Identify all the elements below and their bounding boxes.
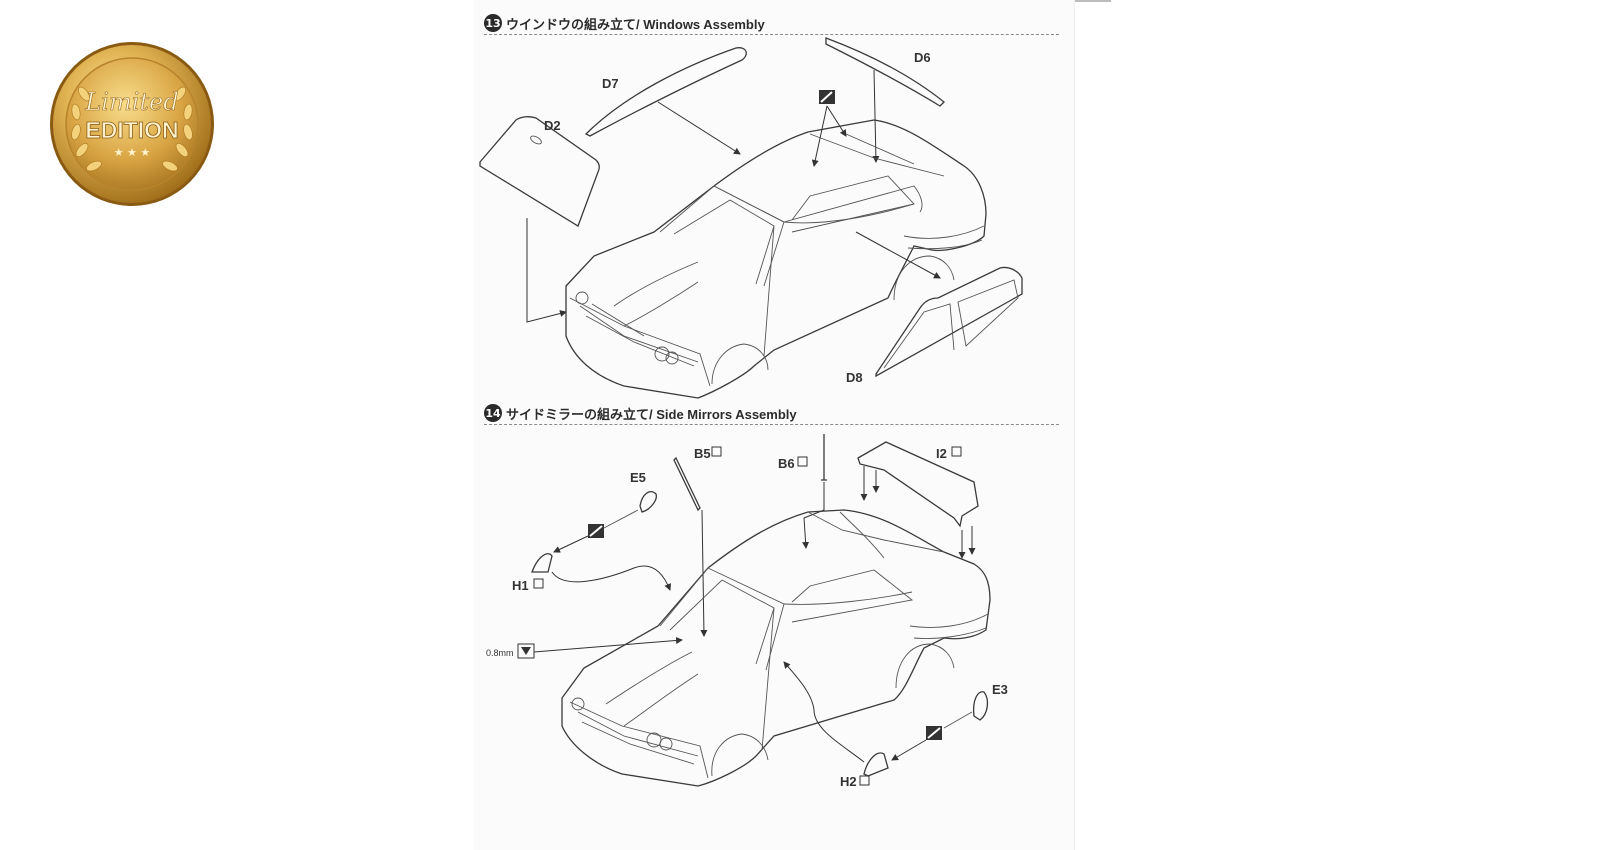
part-b6-label: B6 <box>778 456 795 471</box>
badge-limited-text: Limited <box>84 88 178 116</box>
part-d8-label: D8 <box>846 370 863 385</box>
part-e3-shape <box>972 691 989 721</box>
laurel-right-icon <box>162 86 193 172</box>
part-e5-label: E5 <box>630 470 646 485</box>
badge-stars: ★ ★ ★ <box>114 146 151 159</box>
part-h1-shape <box>531 553 553 573</box>
step-13-number: 13 <box>484 14 502 32</box>
part-b5-label: B5 <box>694 446 711 461</box>
part-h2-label: H2 <box>840 774 857 789</box>
part-e5-shape <box>639 491 657 513</box>
part-i2-label: I2 <box>936 446 947 461</box>
laurel-left-icon <box>71 86 102 172</box>
instruction-sheet: 13 ウインドウの組み立て/ Windows Assembly D7 D2 D6 <box>474 0 1075 850</box>
part-d7-label: D7 <box>602 76 619 91</box>
step-14-title: サイドミラーの組み立て/ Side Mirrors Assembly <box>506 406 797 422</box>
car-body-14 <box>561 509 991 787</box>
part-d2-shape <box>479 116 600 227</box>
page-edge-mark <box>1075 0 1111 2</box>
part-d2-label: D2 <box>544 118 561 133</box>
part-h2-shape <box>863 752 889 777</box>
step-13-title: ウインドウの組み立て/ Windows Assembly <box>506 16 765 32</box>
car-body-13 <box>565 119 987 399</box>
part-b6-shape <box>821 434 827 481</box>
windows-assembly-diagram: D7 D2 D6 <box>479 37 1023 399</box>
part-b5-shape <box>673 456 701 512</box>
drill-size-label: 0.8mm <box>486 648 514 658</box>
step-13-header: 13 ウインドウの組み立て/ Windows Assembly <box>484 12 1059 35</box>
part-d6-shape <box>825 37 945 107</box>
step-14-number: 14 <box>484 404 502 422</box>
part-i2-shape <box>857 441 979 528</box>
part-e3-label: E3 <box>992 682 1008 697</box>
part-d8-shape <box>875 266 1023 378</box>
part-d7-shape <box>584 47 747 137</box>
side-mirrors-assembly-diagram: B5 B6 I2 E5 H1 0.8mm <box>486 434 1008 789</box>
step-14-header: 14 サイドミラーの組み立て/ Side Mirrors Assembly <box>484 402 1059 425</box>
part-h1-label: H1 <box>512 578 529 593</box>
limited-edition-badge: Limited EDITION ★ ★ ★ <box>50 42 214 206</box>
part-d6-label: D6 <box>914 50 931 65</box>
badge-edition-text: EDITION <box>85 117 178 143</box>
